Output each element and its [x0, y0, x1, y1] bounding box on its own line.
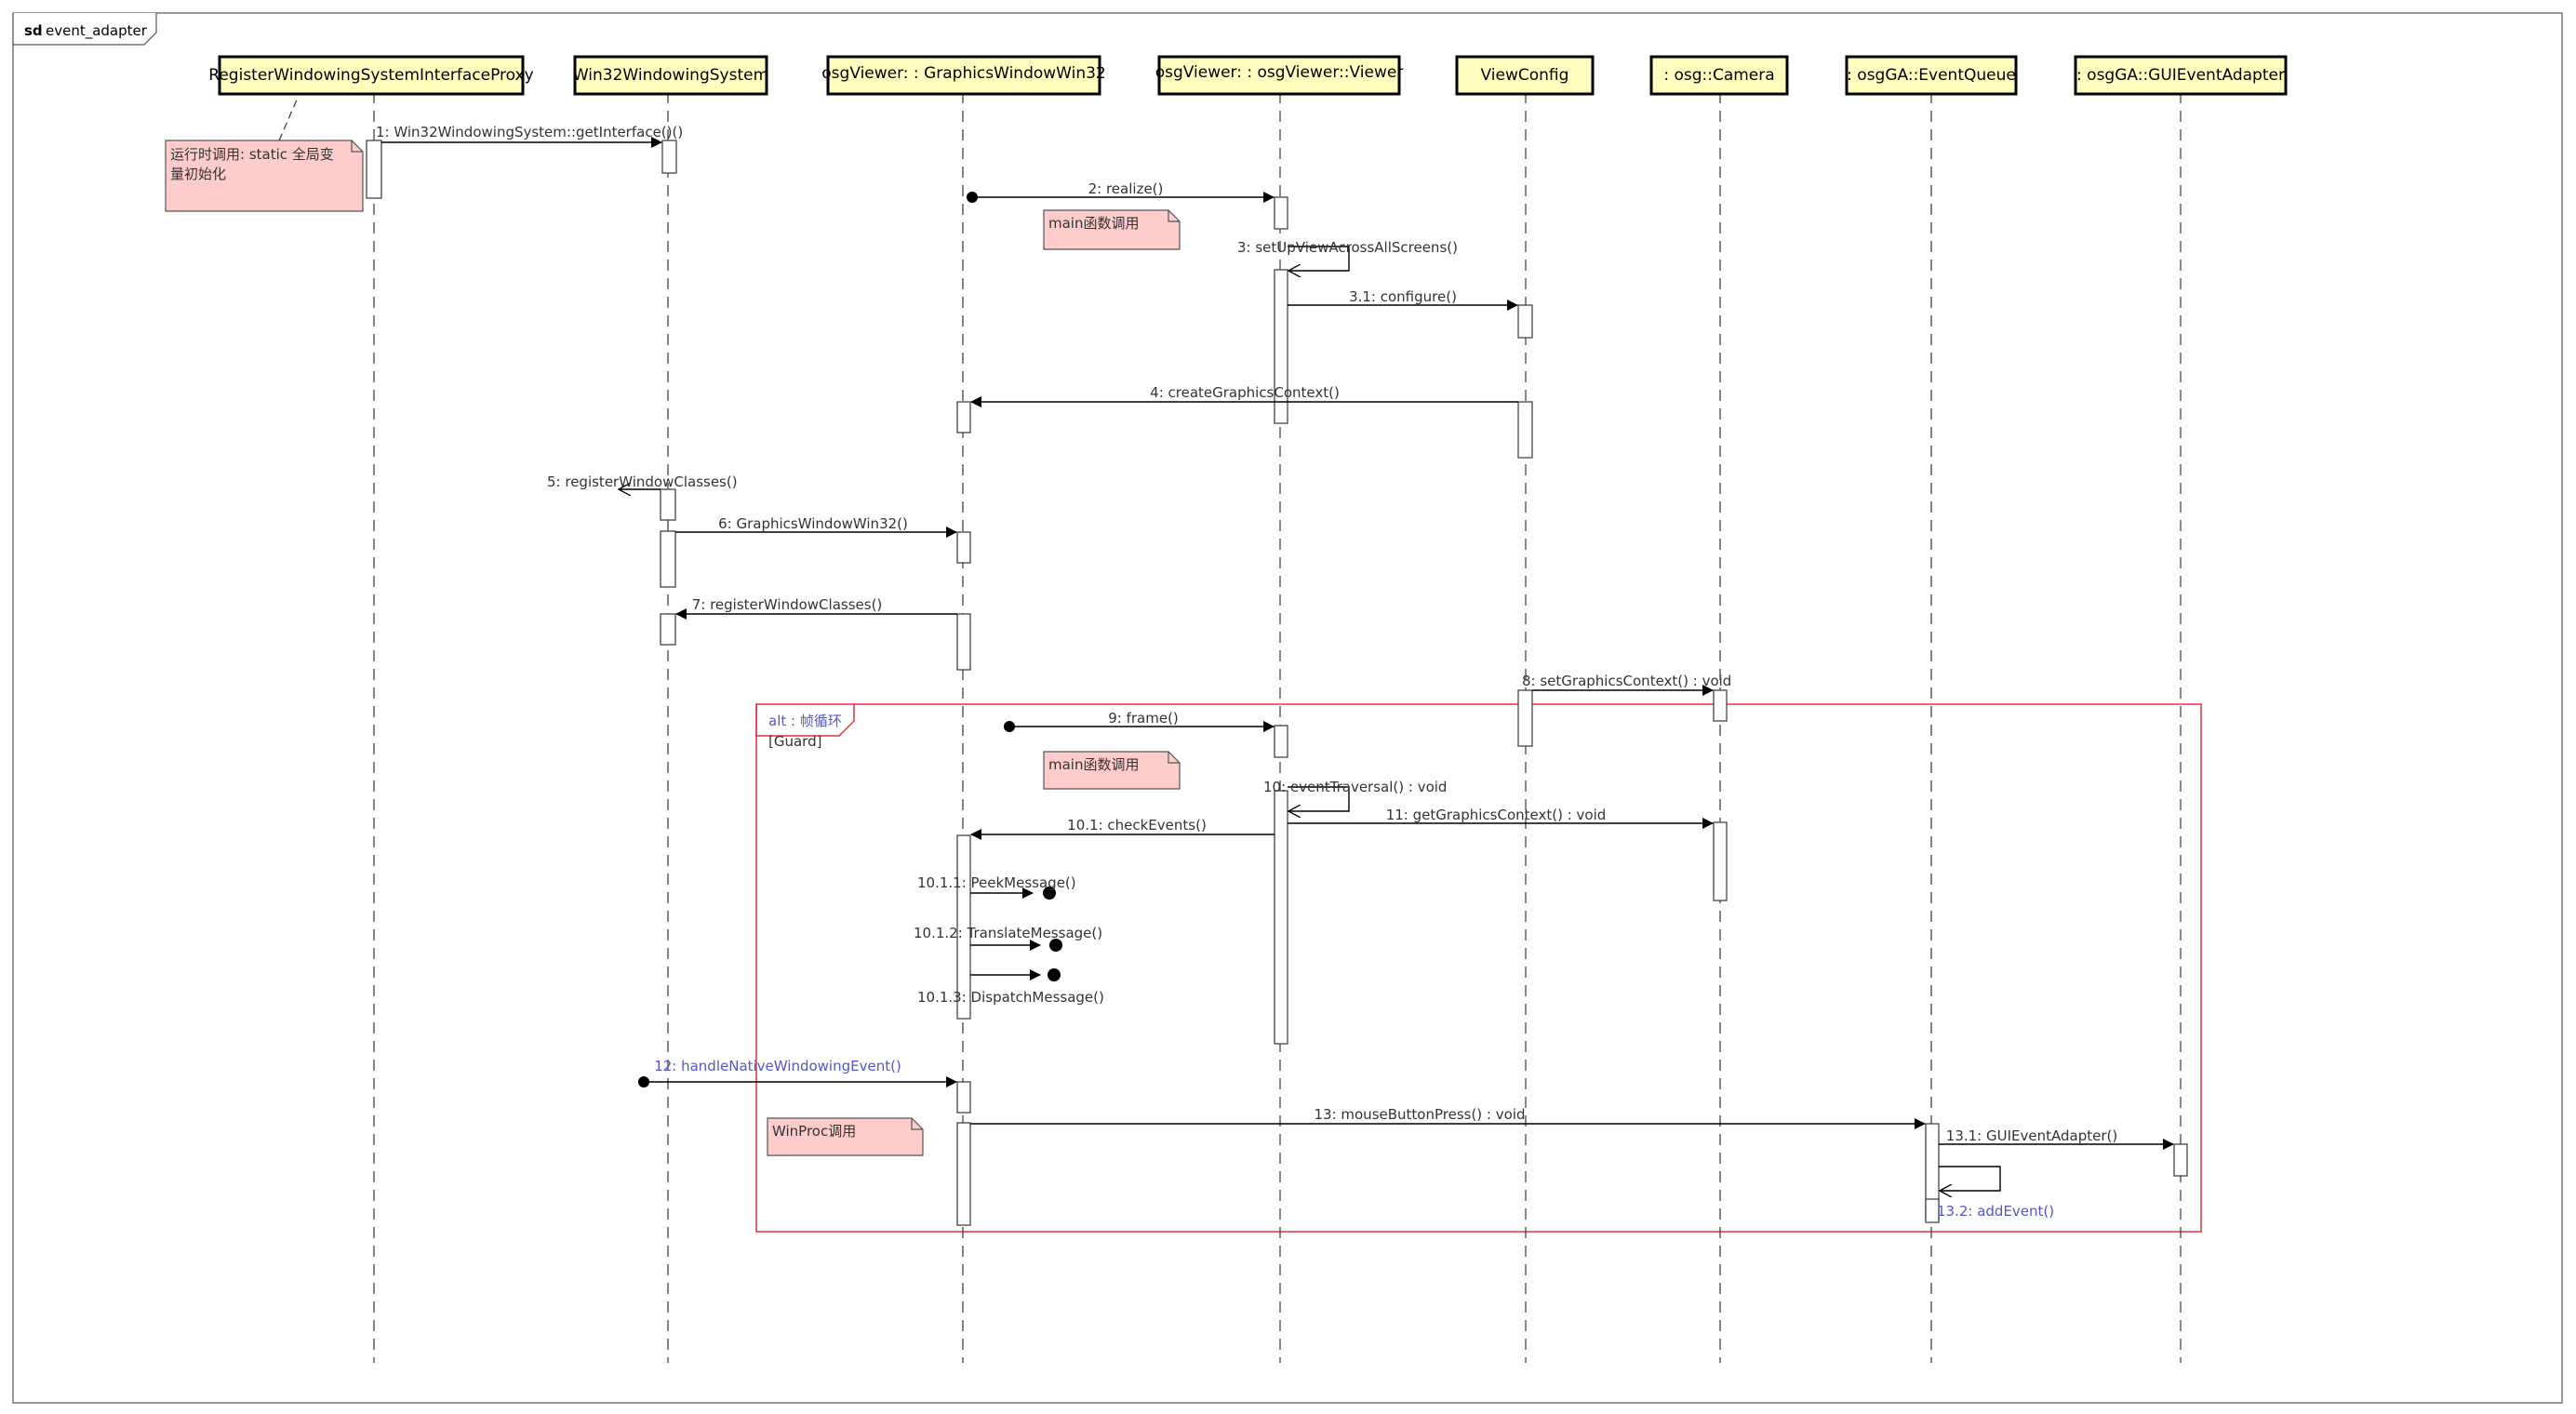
note-main-call-1: main函数调用 [1043, 209, 1181, 250]
message-label-12: 12: handleNativeWindowingEvent() [654, 1058, 901, 1074]
activation-bar [366, 140, 382, 199]
message-label-13-2: 13.2: addEvent() [1937, 1203, 2054, 1220]
message-label-9: 9: frame() [1108, 710, 1179, 727]
activation-bar [1274, 269, 1288, 424]
lost-message-dot [1043, 887, 1056, 900]
message-label-8: 8: setGraphicsContext() : void [1522, 673, 1731, 689]
activation-bar [1925, 1198, 1940, 1223]
alt-fragment: alt : 帧循环 [Guard] [755, 703, 2202, 1233]
frame-keyword: sd [24, 22, 43, 39]
lifeline-label: Win32WindowingSystem [573, 66, 768, 85]
activation-bar [661, 140, 677, 174]
message-label-2: 2: realize() [1088, 180, 1164, 197]
message-label-10-1: 10.1: checkEvents() [1067, 817, 1207, 834]
lifeline-label: osgViewer: : GraphicsWindowWin32 [821, 64, 1105, 83]
lifeline-label: : osgGA::EventQueue [1847, 66, 2016, 85]
activation-bar [1517, 689, 1533, 747]
lost-message-dots [1043, 887, 1062, 981]
message-label-6: 6: GraphicsWindowWin32() [718, 515, 908, 532]
activation-bar [956, 1081, 971, 1114]
activation-bar [956, 401, 971, 434]
lifeline-viewer: osgViewer: : osgViewer::Viewer [1155, 55, 1404, 96]
activation-bar [956, 531, 971, 564]
message-label-7: 7: registerWindowClasses() [692, 596, 883, 613]
lifeline-camera: : osg::Camera [1649, 55, 1789, 96]
message-label-10-1-3: 10.1.3: DispatchMessage() [917, 989, 1104, 1006]
message-labels: 1: Win32WindowingSystem::getInterface()(… [376, 124, 2117, 1220]
message-label-13-1: 13.1: GUIEventAdapter() [1946, 1127, 2117, 1144]
lifeline-guieventadapter: : osgGA::GUIEventAdapter [2074, 55, 2288, 96]
activation-bar [1713, 821, 1728, 901]
message-label-5: 5: registerWindowClasses() [547, 474, 738, 490]
lifeline-label: ViewConfig [1481, 66, 1569, 85]
activation-bars [366, 140, 2188, 1226]
lifeline-label: osgViewer: : osgViewer::Viewer [1155, 63, 1404, 82]
activation-bar [1517, 304, 1533, 339]
lifeline-label: RegisterWindowingSystemInterfaceProxy [208, 66, 533, 85]
activation-bar [1274, 790, 1288, 1045]
message-label-3-1: 3.1: configure() [1349, 288, 1457, 305]
lost-message-dot [1049, 939, 1062, 952]
note-text: 量初始化 [170, 166, 226, 182]
activation-bar [956, 834, 971, 1020]
message-label-13: 13: mouseButtonPress() : void [1314, 1106, 1525, 1123]
activation-bar [660, 488, 676, 521]
message-arrow-3 [1288, 246, 1350, 271]
activation-bar [660, 530, 676, 588]
note-static-init: 运行时调用: static 全局变 量初始化 [165, 97, 364, 212]
lifeline-eventqueue: : osgGA::EventQueue [1845, 55, 2018, 96]
note-text: WinProc调用 [772, 1123, 856, 1140]
lifeline-proxy: RegisterWindowingSystemInterfaceProxy [208, 55, 534, 96]
lifeline-label: : osg::Camera [1663, 66, 1774, 85]
sd-frame: sd event_adapter [12, 12, 2563, 1404]
lifeline-graphicswindow: osgViewer: : GraphicsWindowWin32 [821, 55, 1106, 96]
note-winproc: WinProc调用 [767, 1117, 924, 1156]
activation-bar [1274, 725, 1288, 758]
message-label-3: 3: setUpViewAcrossAllScreens() [1237, 239, 1458, 256]
message-label-11: 11: getGraphicsContext() : void [1386, 807, 1607, 823]
activation-bar [956, 1122, 971, 1226]
activation-bar [956, 613, 971, 671]
message-label-10: 10: eventTraversal() : void [1263, 779, 1447, 795]
lifeline-win32: Win32WindowingSystem [573, 55, 768, 96]
message-label-10-1-1: 10.1.1: PeekMessage() [917, 874, 1076, 891]
note-text: 运行时调用: static 全局变 [170, 146, 334, 163]
note-text: main函数调用 [1048, 215, 1139, 232]
message-arrow-10 [1288, 786, 1350, 811]
alt-guard: [Guard] [768, 733, 821, 750]
activation-bar [1517, 401, 1533, 459]
activation-bar [1274, 196, 1288, 230]
activation-bar [1713, 689, 1728, 722]
lost-message-dot [1048, 968, 1061, 981]
message-label-10-1-2: 10.1.2: TranslateMessage() [914, 925, 1102, 941]
note-text: main函数调用 [1048, 756, 1139, 773]
frame-name: event_adapter [46, 22, 148, 40]
lifeline-viewconfig: ViewConfig [1455, 55, 1595, 96]
alt-label: alt : 帧循环 [768, 713, 842, 729]
lifeline-label: : osgGA::GUIEventAdapter [2076, 66, 2285, 85]
activation-bar [2173, 1143, 2188, 1177]
message-label-4: 4: createGraphicsContext() [1150, 384, 1340, 401]
lifeline-heads: RegisterWindowingSystemInterfaceProxy Wi… [208, 55, 2288, 96]
message-arrow-13-2 [1939, 1166, 2001, 1191]
message-label-1: 1: Win32WindowingSystem::getInterface()(… [376, 124, 683, 140]
messages [381, 137, 2174, 1191]
note-main-call-2: main函数调用 [1043, 751, 1181, 790]
activation-bar [660, 613, 676, 646]
